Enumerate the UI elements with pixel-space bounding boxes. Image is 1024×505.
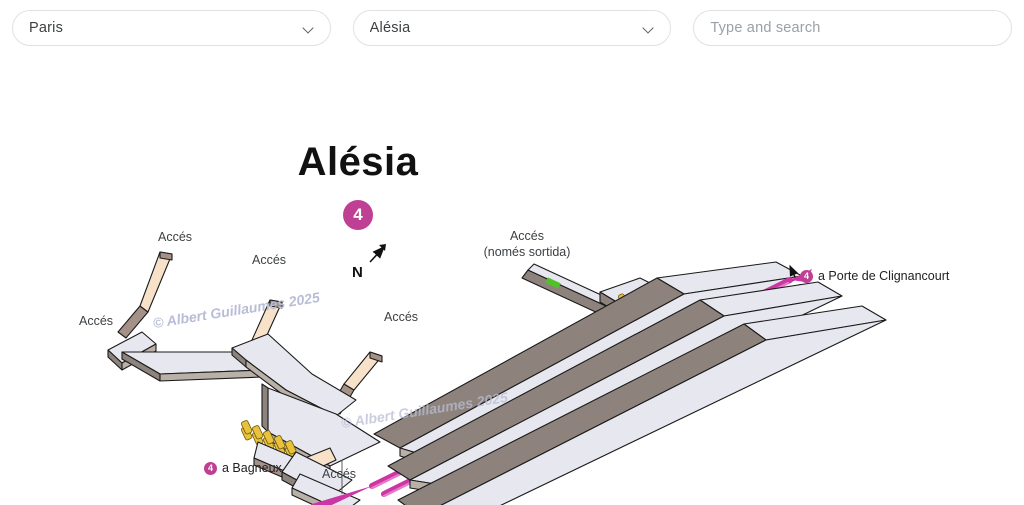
station-name: Alésia [297,140,419,184]
ticket-gates-main [241,420,297,461]
access-corridor-northwest [117,251,173,339]
chevron-down-icon [644,23,654,33]
access-label-center: Accés [384,310,419,324]
line-badge-container: 4 [0,200,1024,230]
access-label-north: Accés [158,230,193,244]
access-label-west: Accés [79,314,114,328]
filter-toolbar: Paris Alésia Type and search [0,0,1024,56]
access-label-northeast: Accés [252,253,287,267]
exit-only-label: Accés (només sortida) [452,229,602,260]
exit-only-label-line1: Accés [509,229,545,243]
exit-only-corridor [521,263,661,315]
chevron-down-icon [304,23,314,33]
corridor-west-link [121,351,263,382]
access-label-south: Accés [322,467,357,481]
city-select[interactable]: Paris [12,10,331,46]
station-map: .slab { fill:#e7e7ef; stroke:#1a1a1a; st… [0,56,1024,505]
page-title: Alésia [0,140,1024,185]
line-badge-4-small: 4 [800,269,813,283]
platform-south [397,305,887,505]
city-select-value: Paris [29,20,64,36]
station-map-diagram: .slab { fill:#e7e7ef; stroke:#1a1a1a; st… [107,251,887,505]
search-field[interactable]: Type and search [693,10,1013,46]
station-select-value: Alésia [369,20,411,36]
station-select[interactable]: Alésia [352,10,672,46]
compass-north-label: N [352,264,363,281]
direction-bagneux-text: a Bagneux [222,461,282,475]
line-badge-4-small: 4 [204,461,217,475]
line-badge-4: 4 [343,200,373,230]
track-tail-southwest [311,486,372,505]
exit-only-label-line2: (només sortida) [483,244,571,259]
compass-arrow-icon [369,244,386,263]
direction-clignancourt: 4 a Porte de Clignancourt [800,269,949,283]
direction-clignancourt-text: a Porte de Clignancourt [818,269,950,283]
direction-bagneux: 4 a Bagneux [204,461,282,475]
search-input-placeholder: Type and search [710,20,821,36]
